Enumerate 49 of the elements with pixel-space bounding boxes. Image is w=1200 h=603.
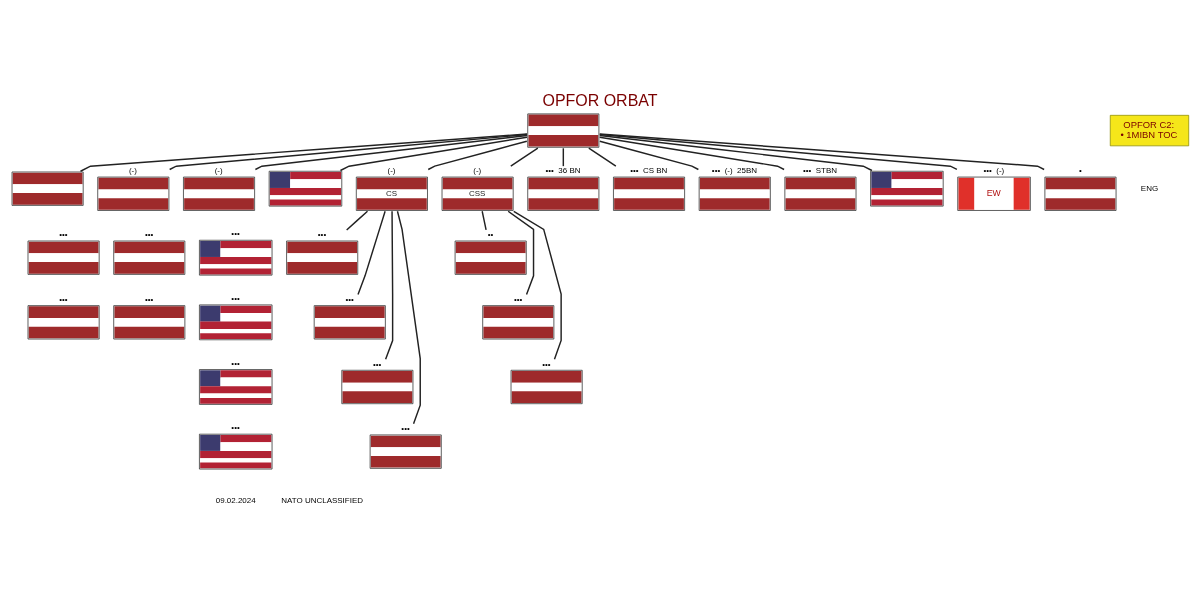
node-label: ••• <box>345 294 354 304</box>
connector <box>254 134 528 170</box>
node-label: ••• (-) <box>983 165 1005 175</box>
connector <box>507 210 535 295</box>
node-label: ••• <box>59 294 68 304</box>
connector <box>168 133 528 170</box>
node-label: ••• <box>144 294 154 304</box>
node-label: ••• <box>401 423 410 433</box>
connector <box>396 210 421 425</box>
node-label: ••• <box>317 229 327 239</box>
node-label: ••• <box>542 359 551 368</box>
connector <box>598 136 785 170</box>
node-box: OPFOR C2: • 1MIBN TOC <box>1109 114 1190 146</box>
node-label: ••• CS BN <box>630 165 668 175</box>
node-label: ••• <box>231 228 240 238</box>
node-label: • <box>1079 165 1082 175</box>
connector <box>345 210 369 231</box>
node-label: ••• (-) 25BN <box>711 165 757 175</box>
connector <box>427 140 528 170</box>
label: NATO UNCLASSIFIED <box>281 495 363 505</box>
connector <box>510 146 539 167</box>
diagram-title: OPFOR ORBAT <box>542 91 658 109</box>
label: 09.02.2024 <box>215 495 256 505</box>
connector <box>339 136 528 171</box>
label: ENG <box>1140 183 1159 193</box>
node-label: (-) <box>214 165 223 175</box>
node-label: •• <box>487 229 494 239</box>
node-label: ••• <box>144 229 154 239</box>
node-label: (-) <box>387 165 396 175</box>
node-label: ••• <box>231 422 240 432</box>
node-label: ••• <box>231 293 240 303</box>
node-label: ••• <box>59 229 68 239</box>
connector <box>481 210 487 231</box>
connector <box>357 210 386 295</box>
node-label: (-) <box>128 165 137 175</box>
connector <box>79 132 528 172</box>
connector <box>384 210 394 360</box>
node-label: (-) <box>473 165 482 175</box>
node-label: ••• <box>373 359 382 368</box>
connector <box>599 132 1045 170</box>
connector <box>599 140 700 170</box>
connector <box>588 146 617 167</box>
connector <box>599 133 958 170</box>
node-label: ••• <box>513 294 523 304</box>
node-label: ••• 36 BN <box>545 165 581 175</box>
node-label: ••• <box>231 358 240 368</box>
connector <box>513 210 562 360</box>
node-label: ••• STBN <box>803 165 838 175</box>
connector <box>599 134 873 171</box>
